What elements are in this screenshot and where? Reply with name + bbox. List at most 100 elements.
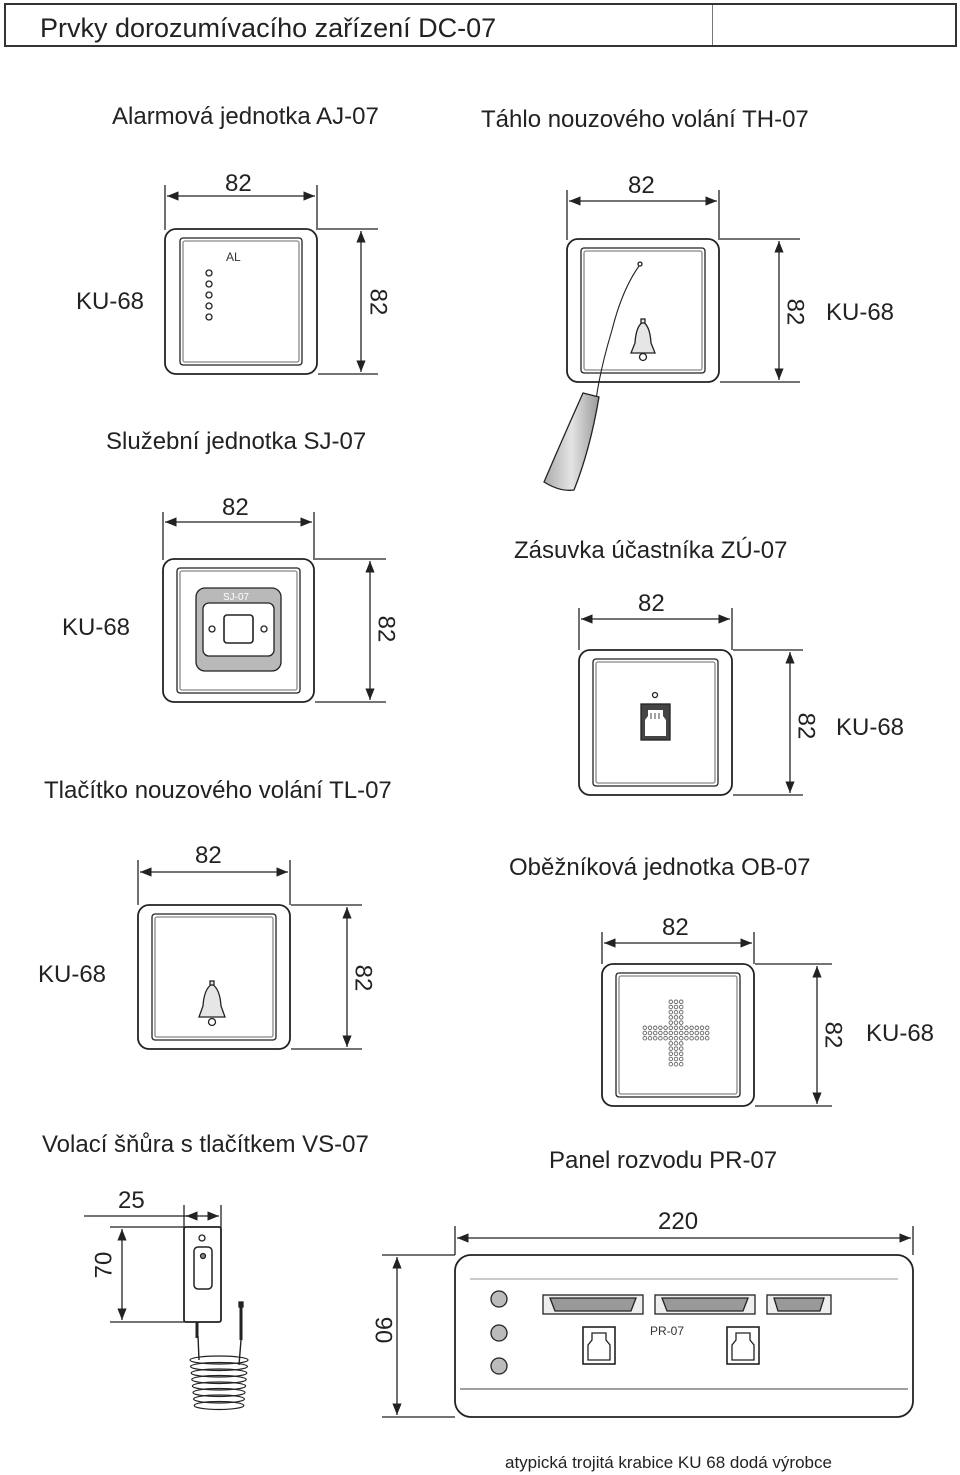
- grille-dot: [673, 1046, 679, 1051]
- th07-width-dimension: 82: [628, 172, 655, 199]
- grille-dot: [678, 1030, 684, 1036]
- coil-loop: [192, 1387, 246, 1398]
- grille-dot: [652, 1025, 658, 1031]
- grille-dot: [668, 999, 674, 1005]
- tl07-title: Tlačítko nouzového volání TL-07: [44, 777, 392, 804]
- pr07-height-dimension: 90: [369, 1316, 397, 1344]
- grille-dot: [673, 1020, 679, 1025]
- header-box: Prvky dorozumívacího zařízení DC-07: [4, 3, 957, 47]
- coil-loop: [190, 1368, 248, 1378]
- grille-dot: [668, 1025, 674, 1031]
- th07-pull-handle-icon: [543, 392, 600, 491]
- grille-dot: [658, 1025, 663, 1031]
- page-title: Prvky dorozumívacího zařízení DC-07: [40, 13, 497, 43]
- grille-dot: [652, 1030, 658, 1036]
- grille-dot: [668, 1041, 674, 1046]
- grille-dot: [673, 1015, 679, 1020]
- grille-dot: [642, 1030, 648, 1036]
- grille-dot: [668, 1004, 674, 1010]
- grille-dot: [663, 1025, 668, 1031]
- grille-dot: [668, 1051, 674, 1057]
- th07-title: Táhlo nouzového volání TH-07: [481, 106, 809, 133]
- tl07-width-dimension: 82: [195, 842, 222, 869]
- aj07-panel-label: AL: [226, 250, 241, 264]
- ob07-width-dimension: 82: [662, 914, 689, 941]
- grille-dot: [647, 1035, 653, 1041]
- grille-dot: [678, 1056, 684, 1062]
- grille-dot: [668, 1056, 674, 1062]
- sj07-panel-label: SJ-07: [223, 592, 250, 603]
- ob07-title: Oběžníková jednotka OB-07: [509, 854, 811, 881]
- grille-dot: [678, 1035, 684, 1041]
- tl07-box-type: KU-68: [38, 961, 107, 988]
- grille-dot: [647, 1030, 653, 1036]
- grille-dot: [704, 1025, 710, 1031]
- grille-dot: [673, 1004, 679, 1010]
- zu07-rj-socket-icon: [640, 703, 671, 741]
- grille-dot: [678, 1009, 684, 1015]
- grille-dot: [673, 1035, 679, 1041]
- vs07-height-dimension: 70: [90, 1251, 118, 1279]
- grille-dot: [678, 1025, 684, 1031]
- zu07-box-type: KU-68: [836, 714, 905, 741]
- grille-dot: [673, 1009, 679, 1015]
- grille-dot: [678, 1020, 684, 1025]
- aj07-title: Alarmová jednotka AJ-07: [112, 103, 379, 130]
- vs07-title: Volací šňůra s tlačítkem VS-07: [42, 1131, 369, 1158]
- grille-dot: [694, 1025, 700, 1031]
- sj07-box-type: KU-68: [62, 614, 131, 641]
- grille-dot: [684, 1030, 689, 1036]
- pr07-rj-socket-icon: [726, 1326, 760, 1365]
- pr07-drawing: [382, 1226, 914, 1418]
- grille-dot: [689, 1035, 694, 1041]
- grille-dot: [699, 1035, 705, 1041]
- grille-dot: [678, 1004, 684, 1010]
- grille-dot: [673, 1061, 679, 1067]
- grille-dot: [678, 1046, 684, 1051]
- coil-loop: [193, 1394, 246, 1404]
- pr07-rj-socket-icon: [582, 1326, 616, 1365]
- ob07-speaker-grille-icon: [642, 999, 710, 1067]
- aj07-box-type: KU-68: [76, 288, 145, 315]
- coil-loop: [191, 1381, 247, 1391]
- tl07-drawing: [137, 860, 362, 1050]
- aj07-leds-icon: [205, 269, 213, 321]
- grille-dot: [684, 1035, 689, 1041]
- coil-loop: [189, 1355, 249, 1365]
- aj07-drawing: [164, 185, 378, 375]
- grille-dot: [658, 1030, 663, 1036]
- grille-dot: [689, 1025, 694, 1031]
- ob07-drawing: [601, 932, 832, 1107]
- grille-dot: [668, 1030, 674, 1036]
- grille-dot: [673, 1041, 679, 1046]
- vs07-coiled-cord-icon: [189, 1355, 249, 1411]
- grille-dot: [694, 1030, 700, 1036]
- coil-loop: [190, 1361, 249, 1372]
- grille-dot: [673, 1051, 679, 1057]
- grille-dot: [668, 1046, 674, 1051]
- grille-dot: [642, 1035, 648, 1041]
- zu07-title: Zásuvka účastníka ZÚ-07: [514, 537, 788, 564]
- grille-dot: [684, 1025, 689, 1031]
- grille-dot: [663, 1030, 668, 1036]
- pr07-width-dimension: 220: [658, 1208, 699, 1235]
- sj07-width-dimension: 82: [222, 494, 249, 521]
- ob07-box-type: KU-68: [866, 1020, 935, 1047]
- sj07-title: Služební jednotka SJ-07: [106, 428, 367, 455]
- grille-dot: [663, 1035, 668, 1041]
- footer-note: atypická trojitá krabice KU 68 dodá výro…: [505, 1453, 832, 1472]
- coil-loop: [191, 1374, 247, 1385]
- aj07-height-dimension: 82: [364, 288, 392, 316]
- grille-dot: [689, 1030, 694, 1036]
- th07-bell-icon: [630, 318, 656, 362]
- coil-loop: [193, 1400, 245, 1411]
- grille-dot: [642, 1025, 648, 1031]
- ob07-height-dimension: 82: [819, 1021, 847, 1049]
- zu07-drawing: [578, 608, 803, 796]
- grille-dot: [652, 1035, 658, 1041]
- pr07-panel-label: PR-07: [650, 1324, 685, 1338]
- grille-dot: [699, 1030, 705, 1036]
- grille-dot: [673, 1025, 679, 1031]
- header-divider: [712, 5, 713, 45]
- grille-dot: [673, 1056, 679, 1062]
